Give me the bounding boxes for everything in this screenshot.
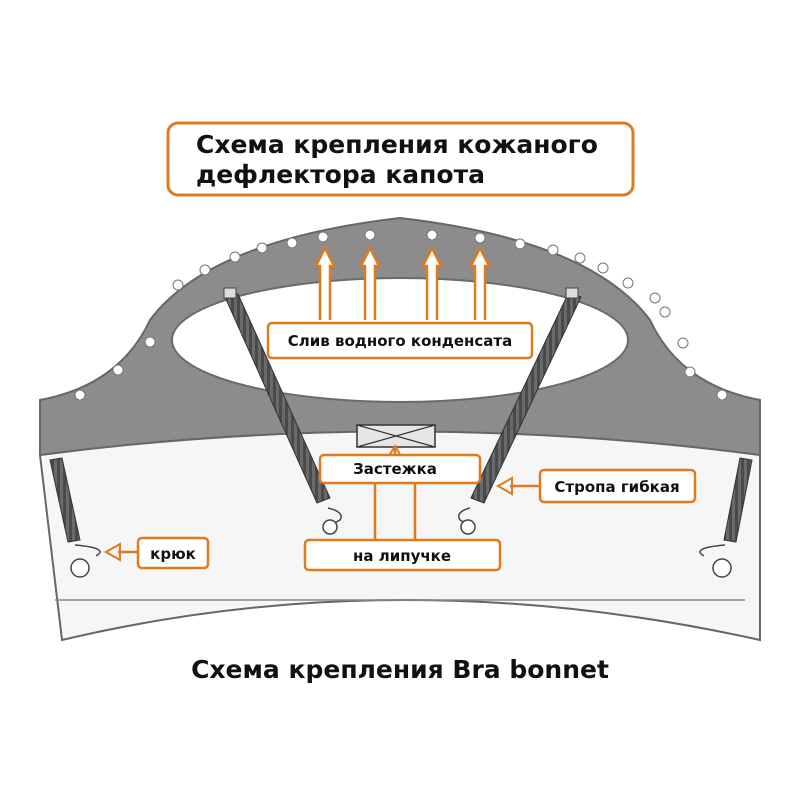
hook-right (699, 544, 732, 578)
eyelet-hole (677, 337, 689, 349)
hook-left (70, 544, 101, 578)
eyelet-hole (649, 292, 661, 304)
drain-arrow (313, 245, 337, 320)
drain-arrow (420, 245, 444, 320)
eyelet-hole (229, 251, 241, 263)
eyelet-hole (684, 366, 696, 378)
clasp-label-text: Застежка (353, 460, 437, 478)
drain-label-text: Слив водного конденсата (288, 332, 513, 350)
eyelet-hole (426, 229, 438, 241)
strap-right (470, 287, 582, 504)
velcro-label-text: на липучке (353, 547, 451, 565)
eyelet-hole (74, 389, 86, 401)
title-line-2: дефлектора капота (196, 160, 485, 189)
drain-arrow (358, 245, 382, 320)
strap-label: Стропа гибкая (495, 468, 697, 504)
eyelet-hole (474, 232, 486, 244)
hook-center-right (458, 507, 476, 535)
drain-arrow (468, 245, 492, 320)
drain-label: Слив водного конденсата (266, 321, 534, 360)
clasp-box (356, 424, 436, 448)
eyelet-hole (547, 244, 559, 256)
title-box: Схема крепления кожаного дефлектора капо… (166, 121, 635, 197)
strap-side-left (49, 457, 81, 543)
eyelet-hole (256, 242, 268, 254)
strap-left (223, 287, 331, 504)
eyelet-hole (364, 229, 376, 241)
clasp-label: Застежка (318, 444, 482, 485)
hook-label: крюк (103, 536, 210, 570)
strap-side-right (723, 457, 753, 543)
strap-label-text: Стропа гибкая (554, 478, 679, 496)
velcro-label (303, 483, 502, 572)
eyelet-hole (659, 306, 671, 318)
eyelet-hole (172, 279, 184, 291)
eyelet-hole (716, 389, 728, 401)
drain-arrows (313, 245, 492, 320)
eyelet-hole (317, 231, 329, 243)
eyelet-hole (622, 277, 634, 289)
eyelet-hole (112, 364, 124, 376)
eyelet-row (74, 229, 728, 401)
eyelet-hole (514, 238, 526, 250)
hook-label-text: крюк (150, 545, 196, 563)
title-line-1: Схема крепления кожаного (196, 130, 598, 159)
eyelet-hole (286, 237, 298, 249)
eyelet-hole (574, 252, 586, 264)
eyelet-hole (199, 264, 211, 276)
eyelet-hole (144, 336, 156, 348)
eyelet-hole (597, 262, 609, 274)
caption: Схема крепления Bra bonnet (191, 655, 609, 684)
hook-center-left (322, 507, 342, 535)
